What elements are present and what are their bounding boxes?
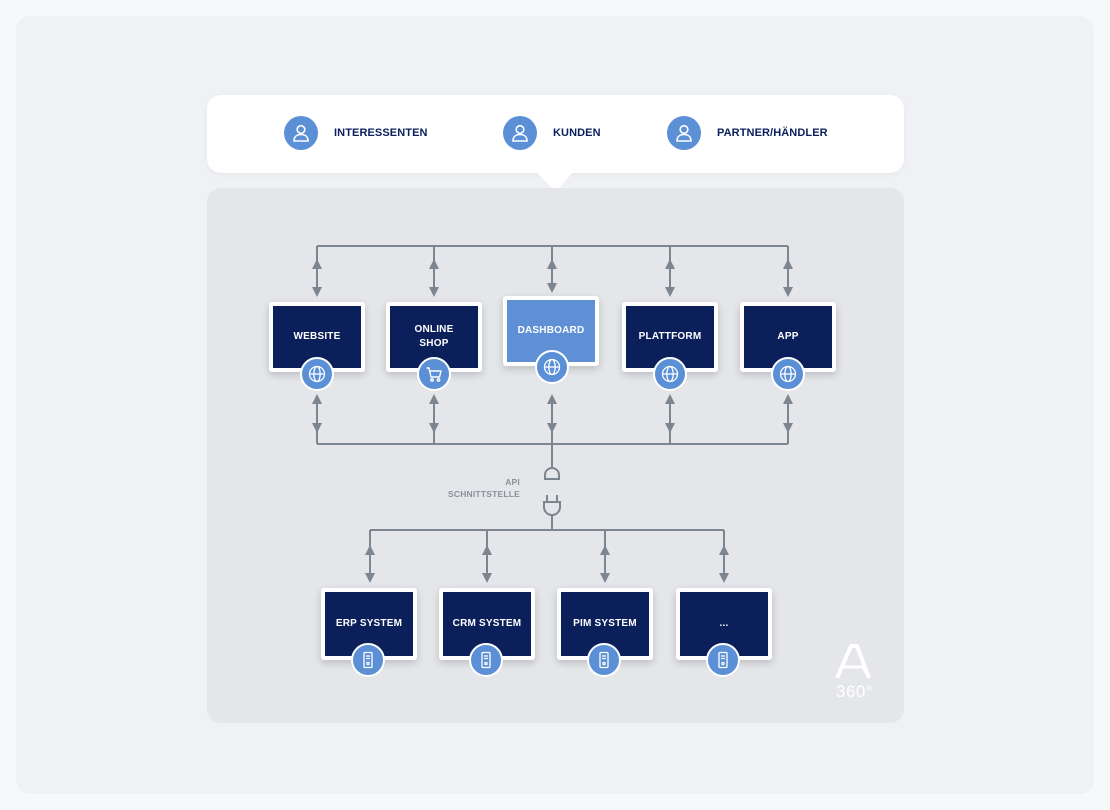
audience-kunden: KUNDEN bbox=[503, 116, 601, 150]
user-icon bbox=[284, 116, 318, 150]
system-label: ERP SYSTEM bbox=[335, 618, 403, 629]
channel-app: APP bbox=[740, 302, 836, 372]
user-icon bbox=[503, 116, 537, 150]
server-icon bbox=[351, 643, 385, 677]
system-label: PIM SYSTEM bbox=[573, 618, 637, 629]
channel-label: APP bbox=[777, 331, 799, 342]
system-label: CRM SYSTEM bbox=[452, 618, 522, 629]
server-icon bbox=[706, 643, 740, 677]
brand-logo-icon bbox=[835, 644, 871, 679]
api-label-line1: API bbox=[505, 477, 520, 487]
audience-interessenten: INTERESSENTEN bbox=[284, 116, 428, 150]
system-label: ... bbox=[719, 618, 729, 629]
cart-icon bbox=[417, 357, 451, 391]
brand-logo-text: 360° bbox=[836, 682, 874, 701]
audience-partner: PARTNER/HÄNDLER bbox=[667, 116, 828, 150]
globe-icon bbox=[300, 357, 334, 391]
user-icon bbox=[667, 116, 701, 150]
channel-label: PLATTFORM bbox=[638, 331, 702, 342]
server-icon bbox=[469, 643, 503, 677]
audience-label: INTERESSENTEN bbox=[334, 127, 428, 139]
globe-icon bbox=[771, 357, 805, 391]
channel-label: ONLINE SHOP bbox=[414, 324, 454, 349]
audience-label: PARTNER/HÄNDLER bbox=[717, 127, 828, 139]
server-icon bbox=[587, 643, 621, 677]
globe-icon bbox=[653, 357, 687, 391]
audience-panel bbox=[207, 95, 904, 173]
audience-label: KUNDEN bbox=[553, 127, 601, 139]
api-label-line2: SCHNITTSTELLE bbox=[447, 489, 520, 499]
channel-label: DASHBOARD bbox=[517, 325, 585, 336]
globe-icon bbox=[535, 350, 569, 384]
api-label: API SCHNITTSTELLE bbox=[405, 476, 520, 500]
channel-label: WEBSITE bbox=[293, 331, 341, 342]
